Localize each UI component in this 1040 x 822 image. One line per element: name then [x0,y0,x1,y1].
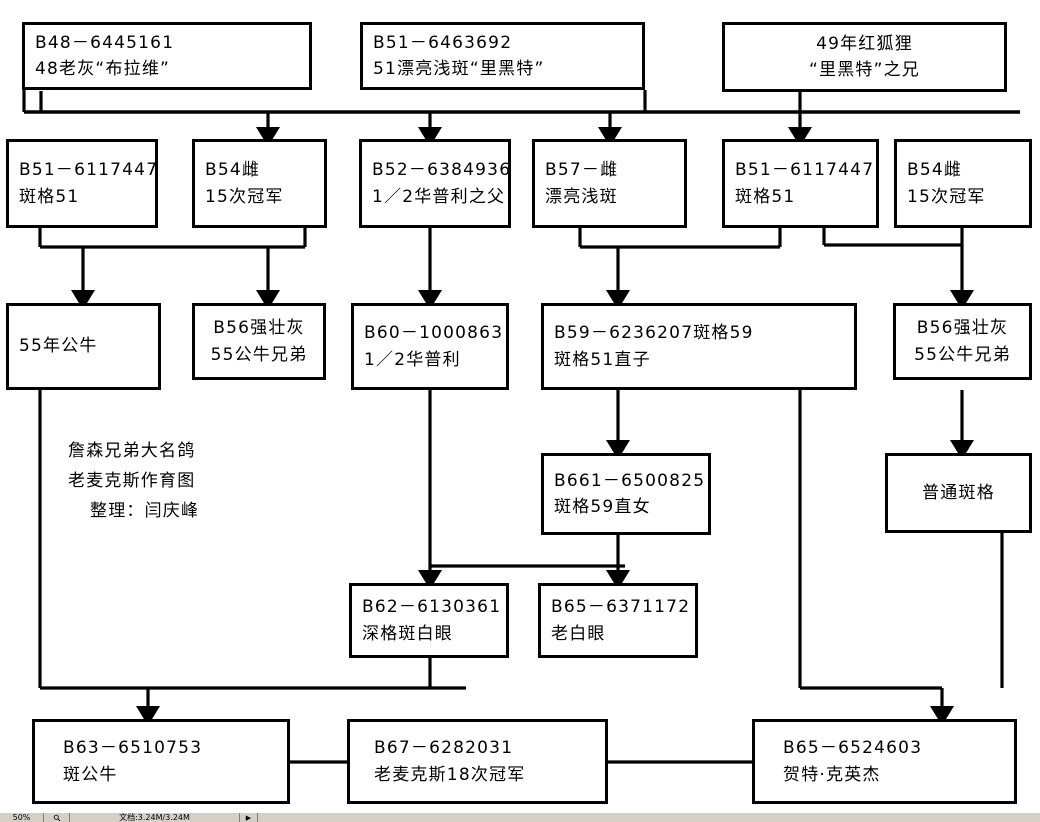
node-b51-6463692[interactable]: B51－6463692 51漂亮浅斑“里黑特” [360,22,645,90]
node-b56-right-line-1: 55公牛兄弟 [914,344,1011,365]
node-b60-1000863-line-1: 1／2华普利 [364,349,461,370]
node-b65-6524603-line-0: B65－6524603 [783,738,923,759]
node-b57-female[interactable]: B57－雌 漂亮浅斑 [532,139,687,228]
node-b51-6117447-right-line-1: 斑格51 [735,186,796,207]
node-b65-6524603-line-1: 贺特·克英杰 [783,764,881,785]
node-red-fox-49[interactable]: 49年红狐狸 “里黑特”之兄 [722,22,1007,92]
node-b63-6510753[interactable]: B63－6510753 斑公牛 [32,719,290,804]
node-b57-female-line-1: 漂亮浅斑 [545,186,618,207]
node-b56-right[interactable]: B56强壮灰 55公牛兄弟 [893,303,1032,380]
node-b59-6236207[interactable]: B59－6236207斑格59 斑格51直子 [541,303,857,390]
node-b62-6130361-line-0: B62－6130361 [362,597,502,618]
node-b48-line-0: B48－6445161 [35,32,175,53]
node-b51-6117447-right-line-0: B51－6117447 [735,160,875,181]
node-b60-1000863[interactable]: B60－1000863 1／2华普利 [351,303,509,390]
node-b51-6117447-left[interactable]: B51－6117447 斑格51 [6,139,158,228]
node-b661-6500825-line-0: B661－6500825 [554,470,706,491]
node-b51-6463692-line-0: B51－6463692 [373,32,513,53]
node-b54-left[interactable]: B54雌 15次冠军 [192,139,327,228]
node-bull-55-line-0: 55年公牛 [19,336,98,357]
caption-line-2: 整理：闫庆峰 [90,500,200,521]
zoom-level-indicator[interactable]: 50% [0,813,44,822]
status-expand-arrow-icon[interactable]: ▶ [240,813,258,822]
node-b65-6371172[interactable]: B65－6371172 老白眼 [538,583,698,658]
node-b48-line-1: 48老灰“布拉维” [35,59,171,79]
node-b63-6510753-line-0: B63－6510753 [63,738,203,759]
node-b51-6117447-right[interactable]: B51－6117447 斑格51 [722,139,879,228]
node-b52-6384936[interactable]: B52－6384936 1／2华普利之父 [359,139,511,228]
node-b57-female-line-0: B57－雌 [545,160,619,181]
status-bar: 50% 文档:3.24M/3.24M ▶ [0,812,1040,822]
node-red-fox-49-line-1: “里黑特”之兄 [808,60,920,80]
node-b60-1000863-line-0: B60－1000863 [364,323,504,344]
node-b51-6463692-line-1: 51漂亮浅斑“里黑特” [373,59,545,79]
node-b54-left-line-1: 15次冠军 [205,186,284,207]
node-b65-6524603[interactable]: B65－6524603 贺特·克英杰 [752,719,1017,804]
node-b67-6282031[interactable]: B67－6282031 老麦克斯18次冠军 [347,719,608,804]
node-b62-6130361-line-1: 深格斑白眼 [362,623,453,644]
caption-line-0: 詹森兄弟大名鸽 [68,441,196,461]
node-b54-left-line-0: B54雌 [205,160,261,181]
node-b52-6384936-line-1: 1／2华普利之父 [372,186,506,207]
node-b65-6371172-line-0: B65－6371172 [551,597,691,618]
diagram-caption: 詹森兄弟大名鸽 老麦克斯作育图 整理：闫庆峰 [68,437,199,526]
node-b65-6371172-line-1: 老白眼 [551,623,606,644]
node-b52-6384936-line-0: B52－6384936 [372,160,512,181]
node-b56-left-line-1: 55公牛兄弟 [210,344,308,365]
node-b51-6117447-left-line-1: 斑格51 [19,186,80,207]
node-b63-6510753-line-1: 斑公牛 [63,764,118,785]
node-b67-6282031-line-1: 老麦克斯18次冠军 [374,764,526,785]
node-b661-6500825-line-1: 斑格59直女 [554,497,651,517]
node-b54-right-line-1: 15次冠军 [907,186,986,207]
node-b56-left[interactable]: B56强壮灰 55公牛兄弟 [192,303,326,380]
node-plain-mottled[interactable]: 普通斑格 [885,453,1032,533]
node-plain-mottled-line-0: 普通斑格 [922,482,995,503]
node-b59-6236207-line-1: 斑格51直子 [554,349,651,370]
node-b67-6282031-line-0: B67－6282031 [374,738,514,759]
node-bull-55[interactable]: 55年公牛 [6,303,161,390]
node-b62-6130361[interactable]: B62－6130361 深格斑白眼 [349,583,509,658]
node-red-fox-49-line-0: 49年红狐狸 [816,33,913,54]
magnifier-icon[interactable] [44,813,70,822]
node-b48[interactable]: B48－6445161 48老灰“布拉维” [22,22,312,90]
node-b54-right[interactable]: B54雌 15次冠军 [894,139,1032,228]
node-b51-6117447-left-line-0: B51－6117447 [19,160,159,181]
node-b59-6236207-line-0: B59－6236207斑格59 [554,323,754,344]
node-b56-right-line-0: B56强壮灰 [916,318,1009,339]
node-b54-right-line-0: B54雌 [907,160,963,181]
node-b56-left-line-0: B56强壮灰 [213,318,305,339]
caption-line-1: 老麦克斯作育图 [68,470,196,491]
document-size-indicator: 文档:3.24M/3.24M [70,813,240,822]
node-b661-6500825[interactable]: B661－6500825 斑格59直女 [541,453,711,535]
